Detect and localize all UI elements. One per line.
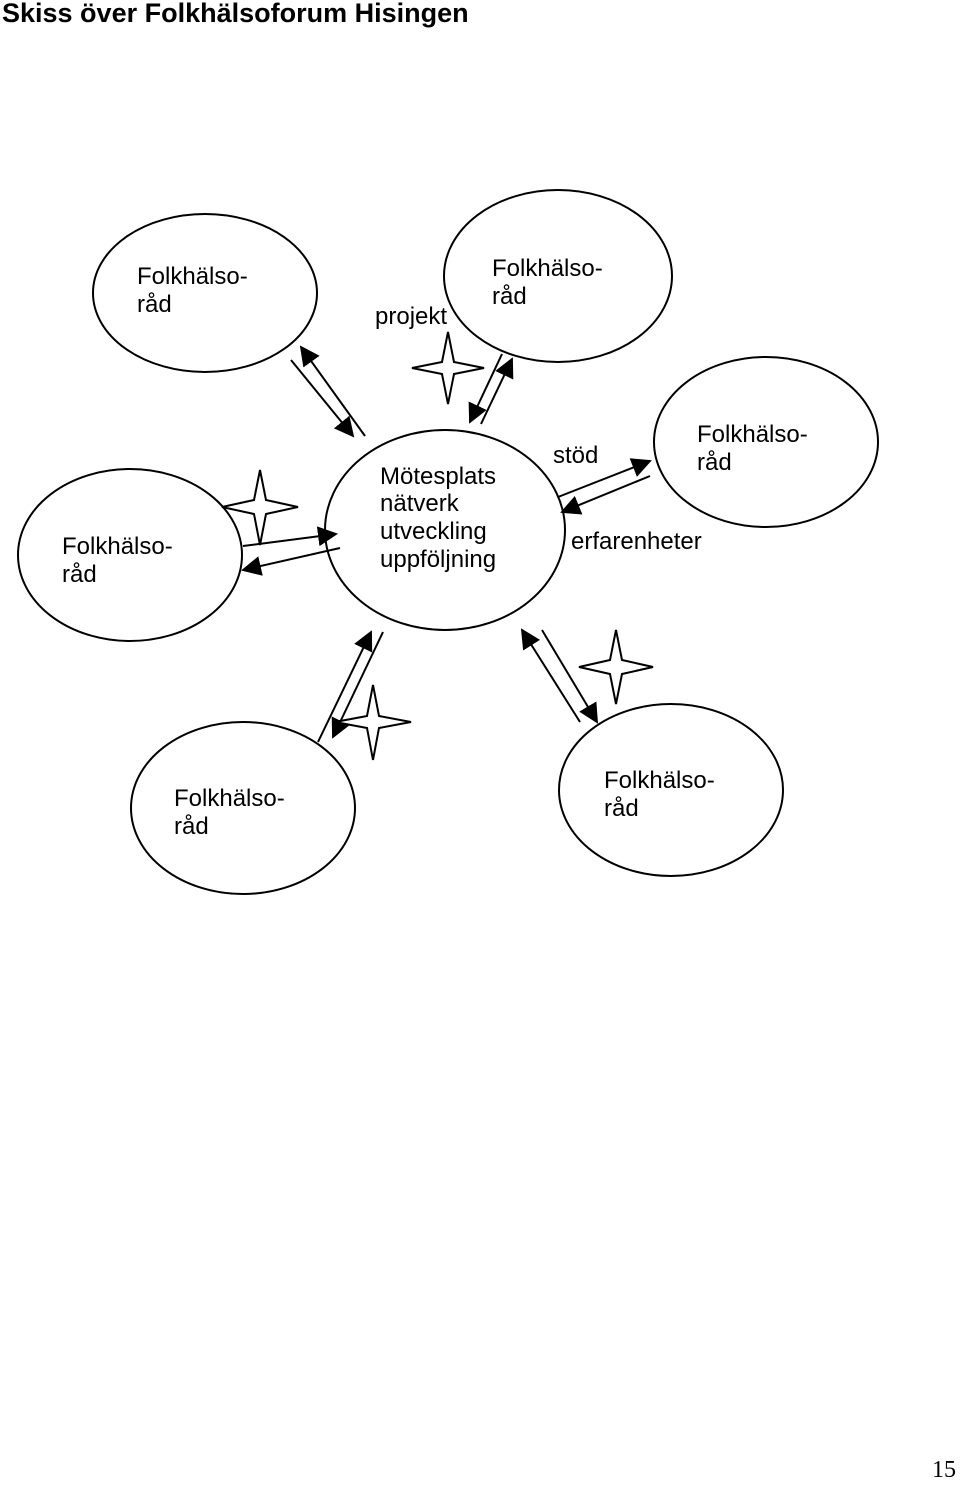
star-icon (578, 629, 654, 705)
arrow-to-council (331, 631, 384, 739)
council-label: råd (604, 795, 639, 822)
center-line: nätverk (380, 490, 460, 517)
arrow-to-center (317, 630, 373, 743)
arrow-to-center (520, 628, 581, 723)
council-node-top-left: Folkhälso- råd (92, 213, 318, 373)
label-stod: stöd (553, 442, 598, 469)
label-erfarenheter: erfarenheter (571, 528, 702, 555)
council-node-bottom-left: Folkhälso- råd (130, 721, 356, 895)
council-node-top-right: Folkhälso- råd (443, 189, 673, 363)
council-label: råd (697, 449, 732, 476)
center-node: Mötesplats nätverk utveckling uppföljnin… (324, 429, 566, 631)
council-label: råd (174, 813, 209, 840)
council-label: Folkhälso- (174, 785, 285, 812)
center-line: utveckling (380, 518, 487, 545)
arrow-to-center (290, 359, 355, 438)
council-label: Folkhälso- (604, 767, 715, 794)
arrow-to-council (299, 345, 366, 437)
star-icon (411, 331, 485, 405)
page-title: Skiss över Folkhälsoforum Hisingen (2, 0, 469, 28)
council-node-bottom-right: Folkhälso- råd (558, 703, 784, 877)
council-node-left: Folkhälso- råd (17, 468, 243, 642)
center-line: uppföljning (380, 546, 496, 573)
council-label: råd (62, 561, 97, 588)
arrow-to-center (242, 526, 338, 547)
arrow-to-council (480, 357, 514, 425)
council-label: Folkhälso- (492, 255, 603, 282)
arrow-to-council (541, 629, 599, 724)
council-label: råd (492, 283, 527, 310)
star-icon (334, 684, 412, 761)
arrow-to-council (557, 458, 652, 498)
arrow-to-council (241, 547, 341, 576)
star-icon (221, 469, 299, 546)
council-label: Folkhälso- (137, 263, 248, 290)
label-projekt: projekt (375, 303, 447, 330)
council-label: Folkhälso- (697, 421, 808, 448)
council-node-right: Folkhälso- råd (653, 356, 879, 528)
arrow-to-center (560, 475, 651, 515)
page-number: 15 (932, 1457, 956, 1483)
center-line: Mötesplats (380, 463, 496, 490)
council-label: Folkhälso- (62, 533, 173, 560)
council-label: råd (137, 291, 172, 318)
